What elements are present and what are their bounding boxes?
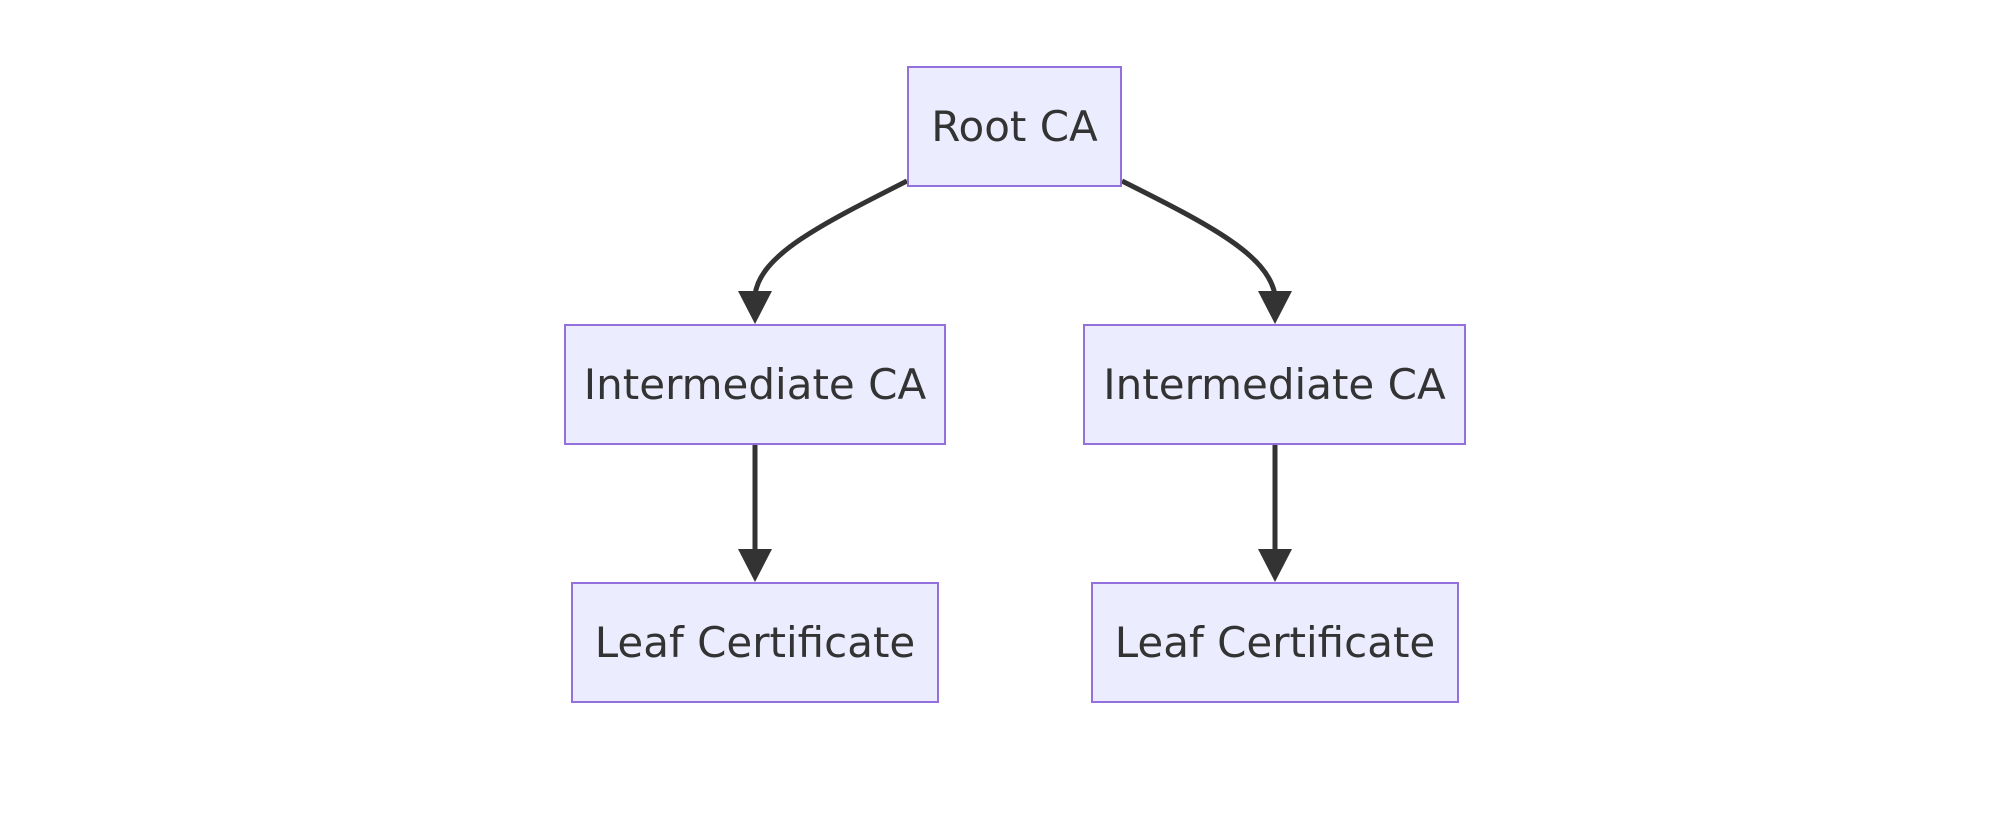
node-leaf-certificate-right: Leaf Certificate: [1091, 582, 1459, 703]
arrowhead-intermediate-right: [1258, 291, 1292, 324]
arrowhead-leaf-left: [738, 549, 772, 582]
edge-root-to-intermediate-left: [752, 178, 909, 296]
arrowhead-leaf-right: [1258, 549, 1292, 582]
node-label: Leaf Certificate: [594, 618, 916, 667]
node-label: Intermediate CA: [1103, 360, 1446, 409]
node-label: Root CA: [931, 102, 1098, 151]
node-label: Intermediate CA: [583, 360, 927, 409]
edge-root-to-intermediate-right: [1120, 178, 1278, 296]
node-leaf-certificate-left: Leaf Certificate: [571, 582, 939, 703]
node-root-ca: Root CA: [907, 66, 1122, 187]
node-intermediate-ca-right: Intermediate CA: [1083, 324, 1466, 445]
arrowhead-intermediate-left: [738, 291, 772, 324]
node-intermediate-ca-left: Intermediate CA: [564, 324, 946, 445]
node-label: Leaf Certificate: [1114, 618, 1436, 667]
